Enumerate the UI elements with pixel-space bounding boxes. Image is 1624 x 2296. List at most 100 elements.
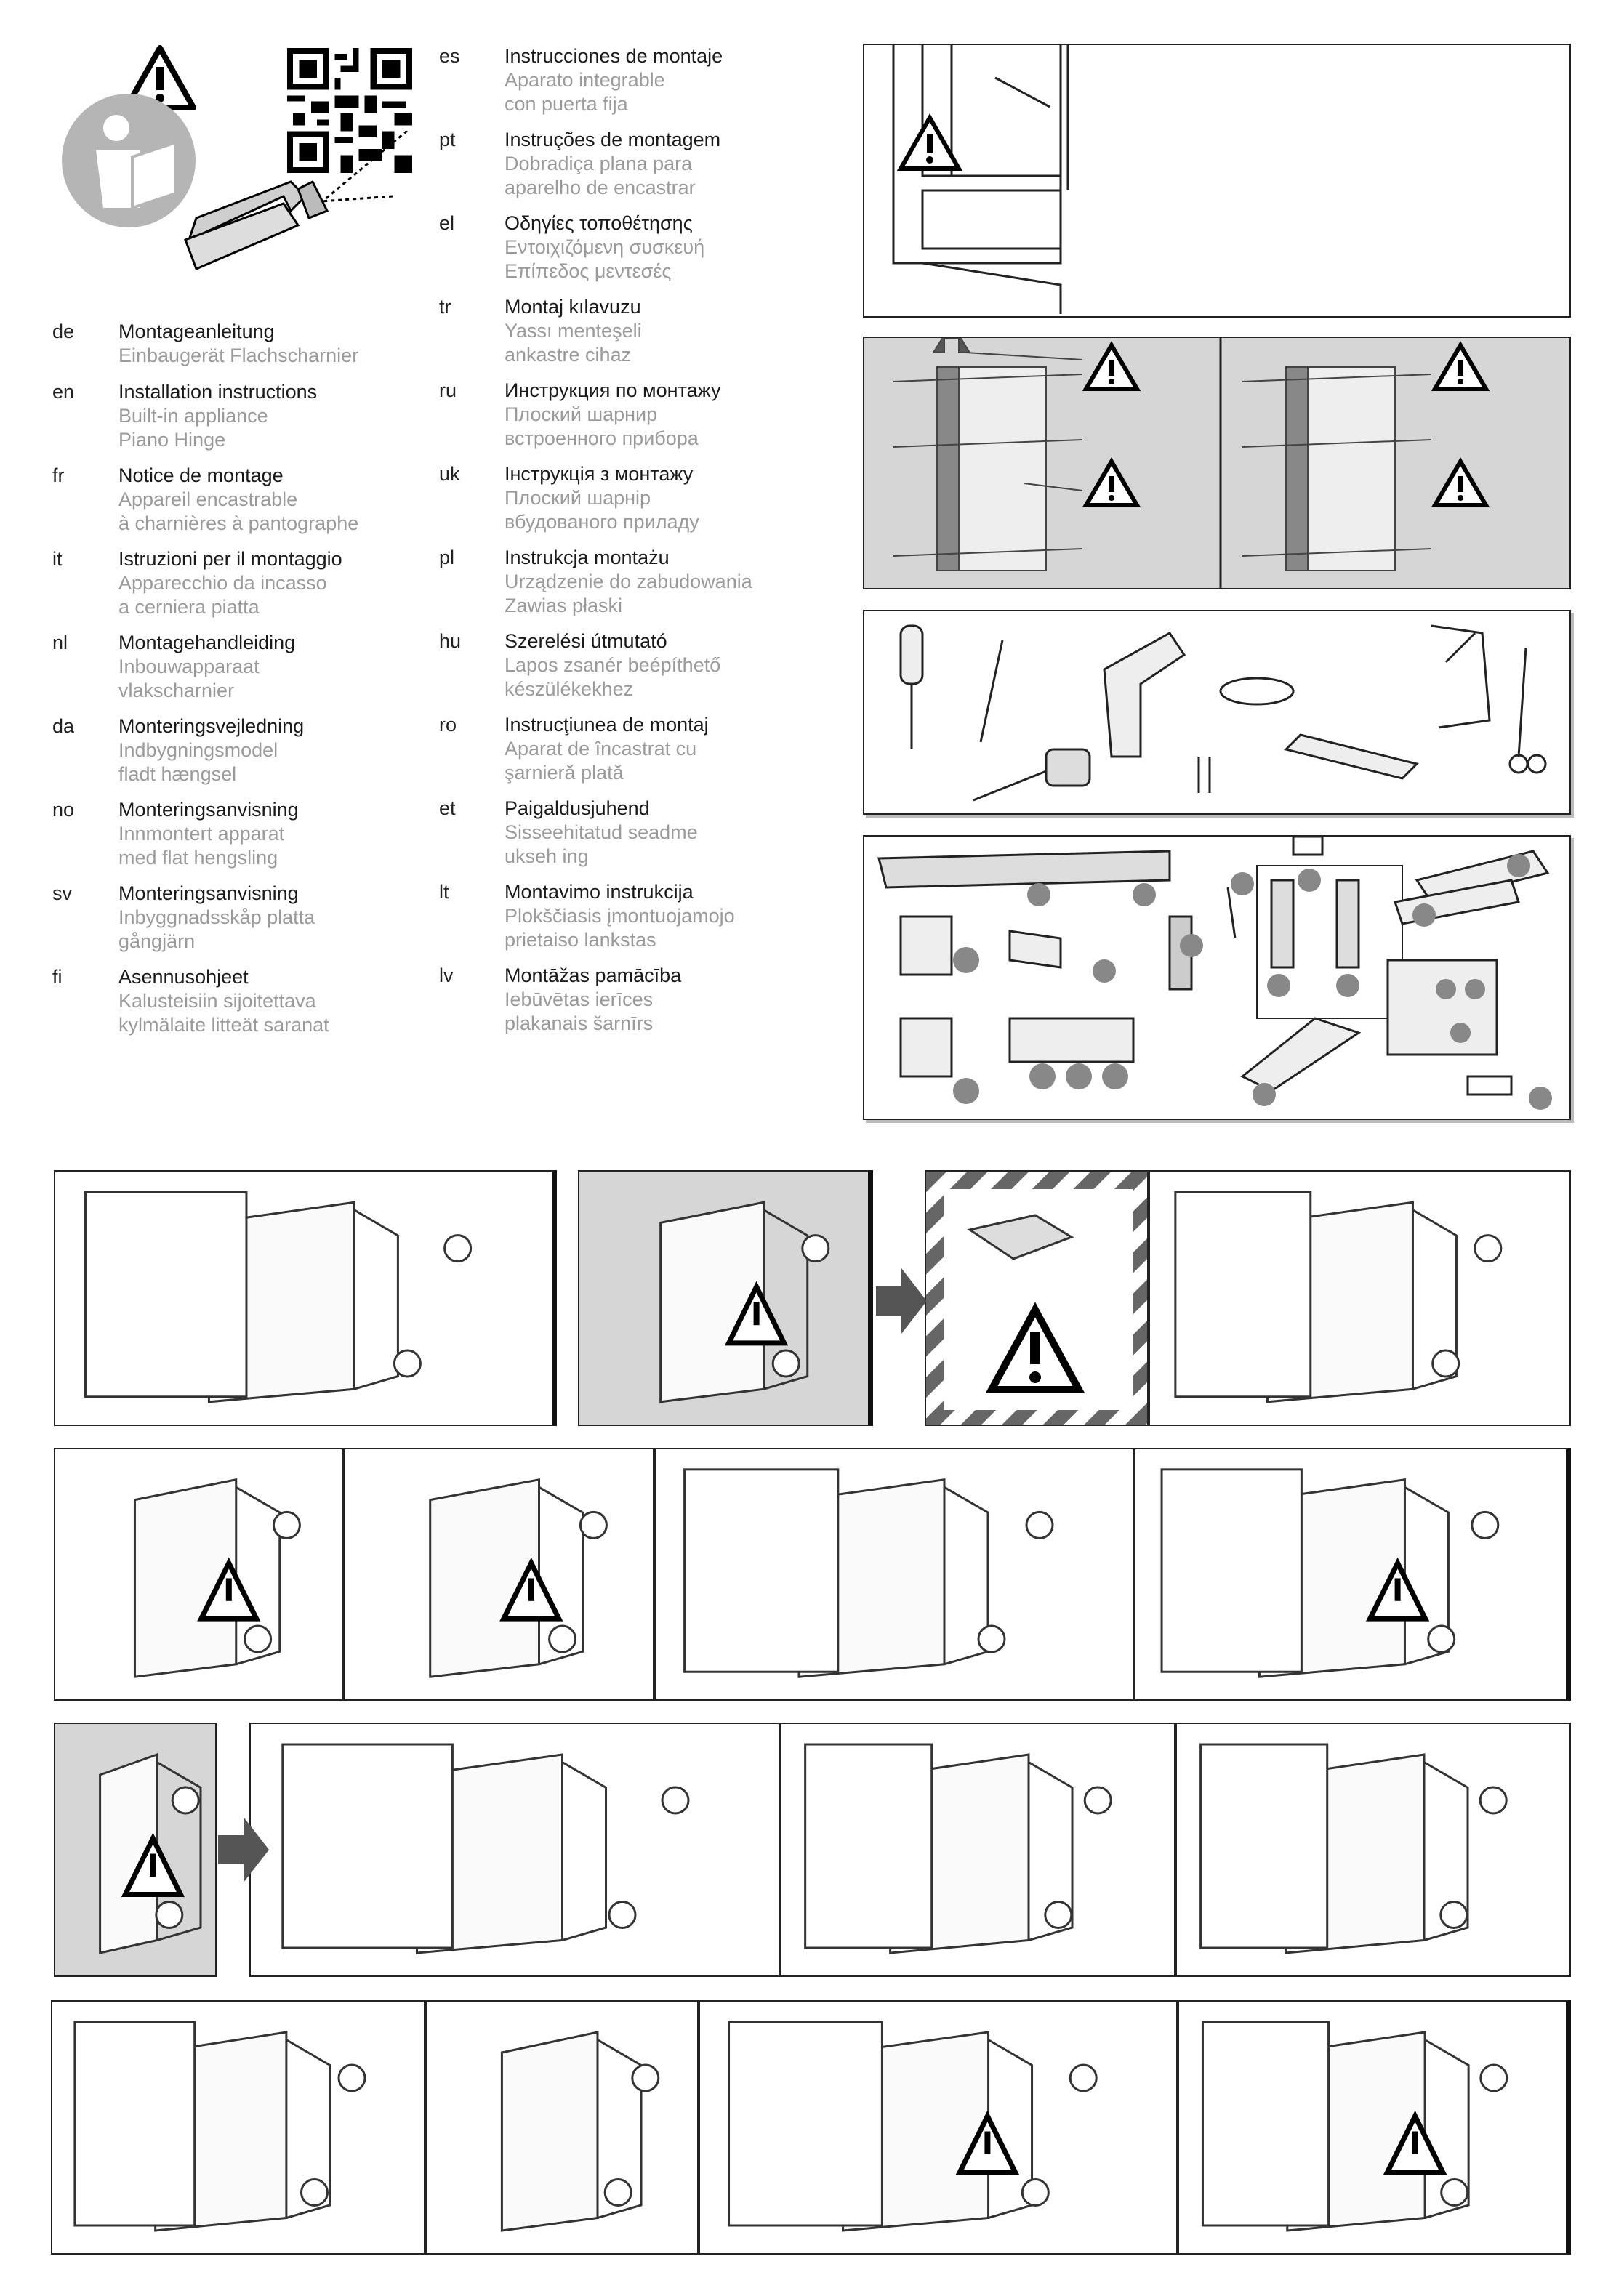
cover-cap-step [425,2000,699,2255]
language-title: Instruções de montagem [505,129,721,150]
language-subtitle: vlakscharnier [118,680,235,701]
read-manual-icon [60,92,198,230]
language-title: Montagehandleiding [118,632,296,653]
language-subtitle: kylmälaite litteät saranat [118,1014,329,1036]
language-title: Instrucţiunea de montaj [505,714,709,736]
language-subtitle: Indbygningsmodel [118,739,278,761]
next-step-arrow-icon [876,1268,927,1334]
language-code: pl [439,547,455,568]
language-code: fi [52,966,63,988]
language-title: Istruzioni per il montaggio [118,548,342,570]
fix-hinge-step [1175,1723,1571,1977]
language-code: ro [439,714,457,736]
align-hinge-step [780,1723,1175,1977]
lock-hinge-step [51,2000,425,2255]
language-subtitle: Inbyggnadsskåp platta [118,906,315,928]
language-subtitle: Piano Hinge [118,429,226,451]
language-title: Notice de montage [118,464,284,486]
language-code: tr [439,296,451,318]
language-subtitle: Appareil encastrable [118,488,298,510]
language-title: Monteringsanvisning [118,799,299,821]
language-title: Asennusohjeet [118,966,249,988]
language-title: Monteringsvejledning [118,715,305,737]
language-code: it [52,548,63,570]
open-doors-step [578,1170,873,1426]
language-subtitle: Aparato integrable [505,69,665,91]
language-subtitle: Inbouwapparaat [118,656,260,677]
language-subtitle: Zawias płaski [505,595,623,616]
language-subtitle: Einbaugerät Flachscharnier [118,345,359,366]
language-code: ru [439,379,457,401]
language-title: Paigaldusjuhend [505,797,650,819]
language-subtitle: Kalusteisiin sijoitettava [118,990,316,1012]
language-code: el [439,212,455,234]
language-subtitle: à charnières à pantographe [118,512,359,534]
language-subtitle: şarnieră plată [505,762,624,784]
language-subtitle: con puerta fija [505,93,628,115]
language-code: lv [439,964,454,986]
language-title: Instrukcja montażu [505,547,670,568]
language-subtitle: fladt hængsel [118,763,237,785]
language-subtitle: Iebūvētas ierīces [505,988,654,1010]
cabinet-warning-figure [863,44,1571,318]
language-subtitle: a cerniera piatta [118,596,260,618]
language-code: pt [439,129,456,150]
language-code: lt [439,881,449,903]
language-subtitle: вбудованого приладу [505,511,699,533]
language-code: da [52,715,75,737]
language-subtitle: Sisseehitatud seadme [505,821,698,843]
language-subtitle: ukseh ing [505,845,589,867]
door-open-step [54,1723,217,1977]
language-subtitle: Επίπεδος μεντεσές [505,260,672,282]
tools-required-figure [863,610,1571,815]
language-title: Monteringsanvisning [118,882,299,904]
cabinet-hinge-step [1134,1448,1571,1701]
language-title: Szerelési útmutató [505,630,667,652]
language-code: es [439,45,460,67]
language-subtitle: gångjärn [118,930,196,952]
next-step-arrow-icon [218,1817,269,1882]
language-title: Montāžas pamācība [505,964,682,986]
remove-door-step [54,1448,343,1701]
hinge-illustration [174,131,414,298]
language-code: nl [52,632,68,653]
language-subtitle: Innmontert apparat [118,823,285,845]
language-subtitle: Plokščiasis įmontuojamojo [505,905,735,927]
language-title: Montageanleitung [118,321,275,342]
language-code: uk [439,463,460,485]
language-subtitle: Aparat de încastrat cu [505,738,697,760]
language-code: de [52,321,75,342]
adjust-door-step [1178,2000,1571,2255]
language-subtitle: Lapos zsanér beépíthető [505,654,721,676]
ventilation-figure [863,337,1571,589]
hinge-lock-step [1149,1170,1571,1426]
language-subtitle: Εντοιχιζόμενη συσκευή [505,236,705,258]
language-subtitle: Urządzenie do zabudowania [505,571,752,592]
language-subtitle: plakanais šarnīrs [505,1012,654,1034]
language-subtitle: aparelho de encastrar [505,177,696,198]
language-subtitle: prietaiso lankstas [505,929,656,951]
language-title: Інструкція з монтажу [505,463,694,485]
language-code: fr [52,464,65,486]
qr-code[interactable] [287,47,412,174]
language-subtitle: med flat hengsling [118,847,278,869]
attach-bracket-step [249,1723,780,1977]
mount-door-step [699,2000,1178,2255]
language-subtitle: ankastre cihaz [505,344,632,366]
language-code: en [52,381,75,403]
language-title: Инструкция по монтажу [505,379,721,401]
language-title: Οδηγίες τοποθέτησης [505,212,693,234]
language-code: no [52,799,75,821]
parts-list-figure [863,835,1571,1120]
language-subtitle: készülékekhez [505,678,634,700]
language-code: et [439,797,456,819]
screw-hinge-step [654,1448,1134,1701]
language-subtitle: Плоский шарнир [505,403,658,425]
language-title: Installation instructions [118,381,318,403]
unscrew-hinges-step [343,1448,654,1701]
language-subtitle: встроенного прибора [505,427,699,449]
language-subtitle: Dobradiça plana para [505,153,693,174]
language-code: sv [52,882,72,904]
hazard-hinge-step [925,1170,1149,1426]
language-subtitle: Built-in appliance [118,405,268,427]
